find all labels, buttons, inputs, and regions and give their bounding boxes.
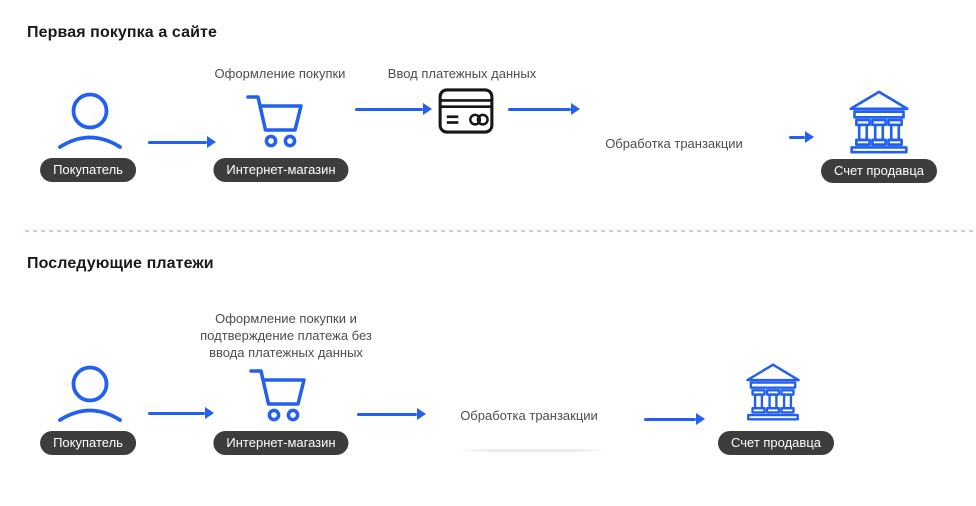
cart-icon xyxy=(248,368,308,423)
step-processing-label: Обработка транзакции xyxy=(605,136,743,151)
arrow-card-to-processing xyxy=(508,103,580,115)
soft-divider-line xyxy=(455,449,611,452)
user-icon xyxy=(57,92,123,150)
shop-badge: Интернет-магазин xyxy=(213,431,349,455)
arrow-buyer-to-shop xyxy=(148,136,216,148)
step-payment-label: Ввод платежных данных xyxy=(387,66,537,81)
seller-badge: Счет продавца xyxy=(821,159,937,183)
arrow-processing-to-bank xyxy=(789,131,814,143)
bank-icon xyxy=(744,362,802,422)
section-subsequent-payments-title: Последующие платежи xyxy=(27,255,214,272)
arrow-shop-to-card xyxy=(355,103,432,115)
section-divider xyxy=(25,230,976,232)
arrow-buyer-to-shop xyxy=(148,407,214,419)
credit-card-icon xyxy=(438,88,494,134)
bank-icon xyxy=(846,89,912,155)
buyer-badge: Покупатель xyxy=(40,158,136,182)
arrow-processing-to-bank xyxy=(644,413,705,425)
shop-badge: Интернет-магазин xyxy=(213,158,349,182)
seller-badge: Счет продавца xyxy=(718,431,834,455)
step-checkout-label: Оформление покупки и подтверждение плате… xyxy=(200,311,372,360)
section-first-purchase-title: Первая покупка а сайте xyxy=(27,24,217,41)
step-processing-label: Обработка транзакции xyxy=(460,408,598,423)
user-icon xyxy=(57,365,123,423)
buyer-badge: Покупатель xyxy=(40,431,136,455)
step-checkout-label: Оформление покупки xyxy=(214,66,346,81)
cart-icon xyxy=(245,94,305,149)
arrow-shop-to-processing xyxy=(357,408,426,420)
